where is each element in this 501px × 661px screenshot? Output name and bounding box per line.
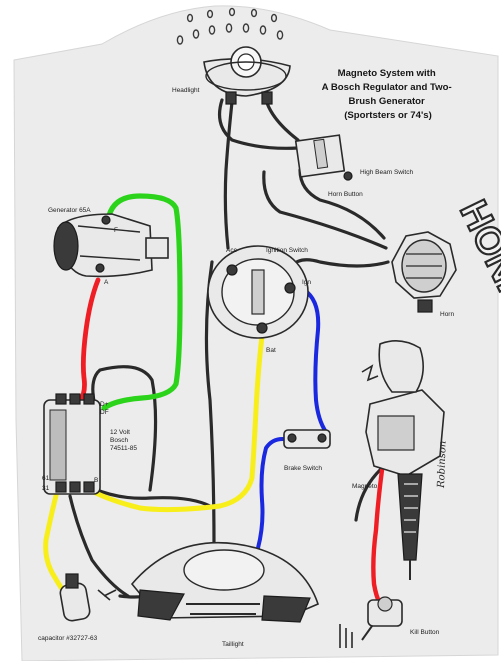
regulator-61-label: 61	[42, 475, 50, 482]
high-beam-switch	[294, 134, 353, 181]
generator	[53, 213, 169, 278]
magneto-label: Magneto	[352, 483, 378, 490]
capacitor	[59, 573, 117, 622]
acc-label: Acc	[226, 247, 238, 254]
headlight-label: Headlight	[172, 87, 200, 94]
horn-label: Horn	[440, 311, 454, 318]
kill-button-label: Kill Button	[410, 629, 440, 636]
brake-switch	[283, 429, 331, 449]
artist-signature: Robinson	[436, 441, 449, 490]
ignition-switch	[207, 245, 309, 339]
regulator-31-label: 31	[42, 485, 50, 492]
wire-red-generator	[77, 277, 101, 405]
wire-blue-ign	[302, 288, 328, 434]
taillight-label: Taillight	[222, 641, 244, 648]
kill-button	[361, 596, 403, 641]
brake-switch-label: Brake Switch	[284, 465, 322, 472]
regulator-d-label: D+	[100, 401, 109, 408]
regulator-label: 12 Volt Bosch 74511-85	[110, 429, 137, 452]
headlight	[203, 46, 291, 105]
bat-label: Bat	[266, 347, 276, 354]
taillight	[130, 542, 319, 623]
wire-blue-brake	[256, 437, 292, 550]
spark-mark	[361, 364, 379, 382]
horn-button-label: Horn Button	[328, 191, 363, 198]
wire-green	[101, 193, 183, 411]
generator-f-label: F	[114, 227, 118, 234]
generator-a-label: A	[104, 279, 109, 286]
regulator-df-label: DF	[100, 409, 109, 416]
ign-label: Ign	[302, 279, 311, 286]
headlight-rays	[176, 7, 284, 45]
high-beam-switch-label: High Beam Switch	[360, 169, 413, 176]
wire-yellow-bat	[87, 333, 265, 513]
horn	[391, 231, 457, 313]
magneto	[365, 340, 445, 580]
regulator-b-label: B	[94, 477, 98, 484]
capacitor-label: capacitor #32727-63	[38, 635, 98, 642]
regulator	[43, 393, 101, 495]
diagram-title: Magneto System with A Bosch Regulator an…	[322, 68, 455, 121]
ground-mark	[339, 624, 353, 648]
ignition-switch-label: Ignition Switch	[266, 247, 308, 254]
wire-red-kill	[371, 467, 385, 607]
generator-label: Generator 65A	[48, 207, 91, 214]
